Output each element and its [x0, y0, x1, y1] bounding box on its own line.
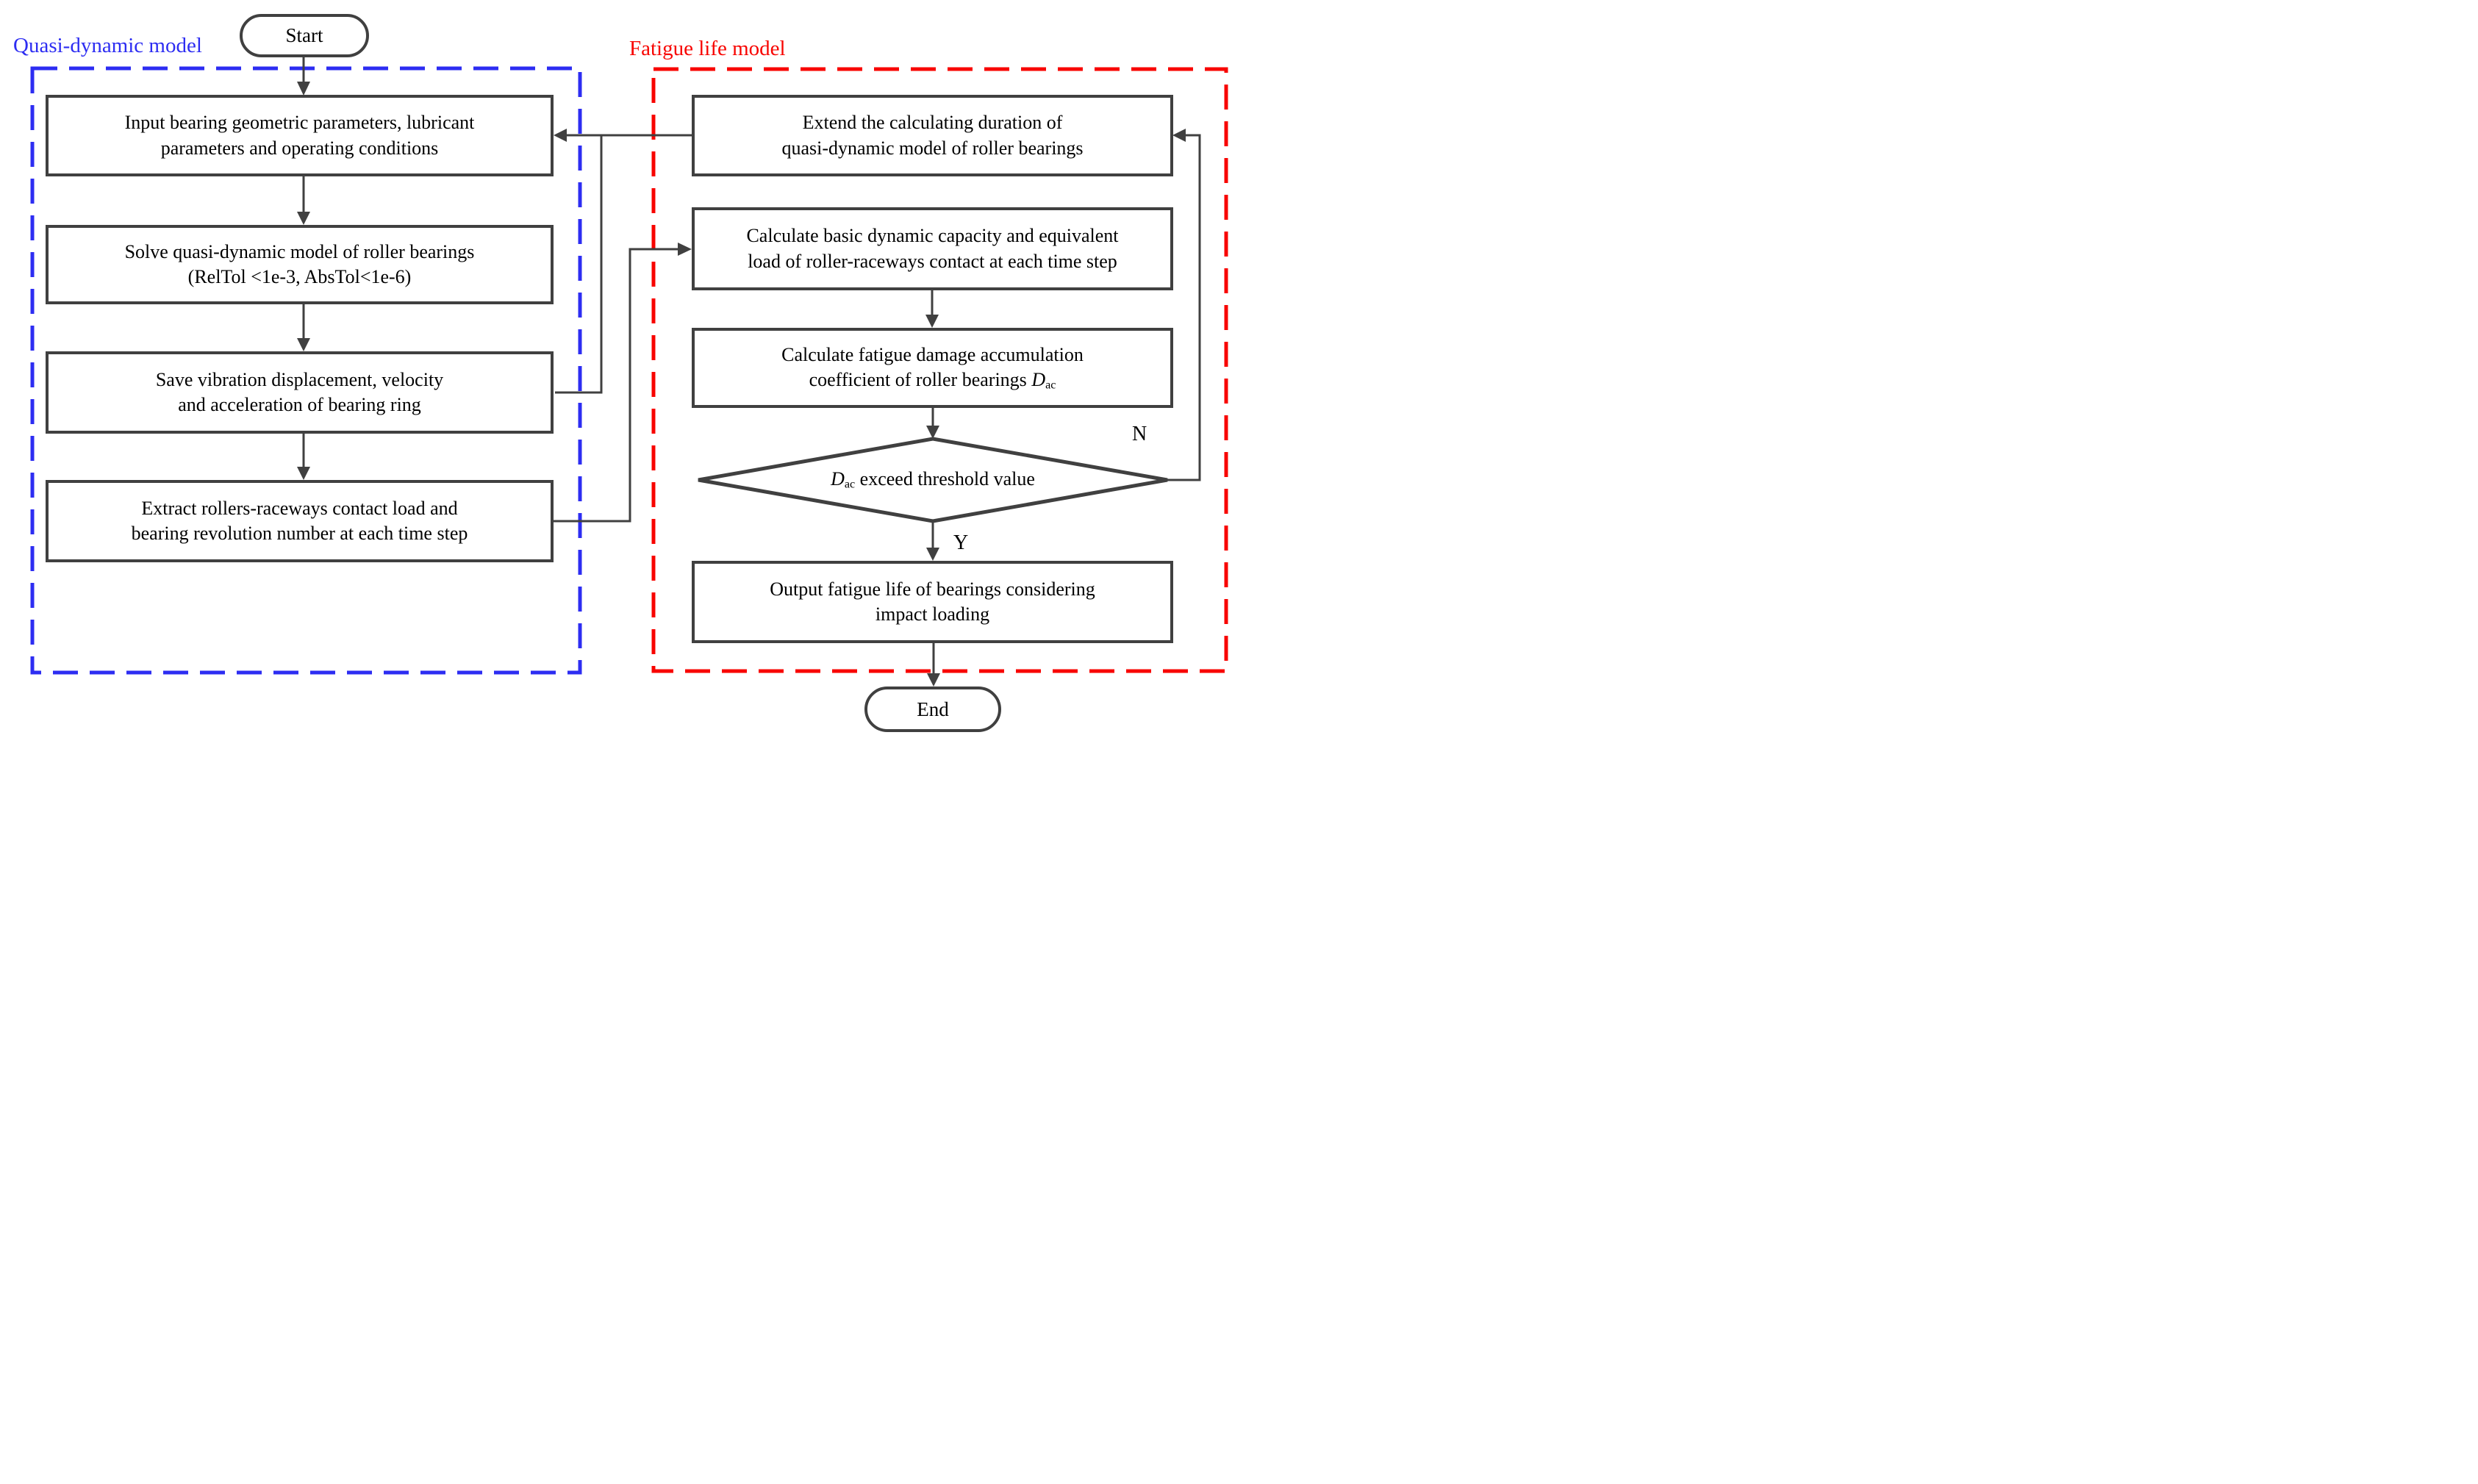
process-extend-line2: quasi-dynamic model of roller bearings [781, 137, 1084, 159]
quasi-dynamic-region-border [30, 66, 582, 675]
line-extract-to-calcbasic [554, 248, 678, 523]
decision-diamond-shape [698, 437, 1168, 523]
arrowhead-into-extend-right [1172, 129, 1186, 142]
arrowhead-into-extract [297, 467, 310, 480]
process-input-line1: Input bearing geometric parameters, lubr… [124, 112, 475, 134]
arrowhead-into-input-top [297, 82, 310, 96]
process-solve-line2: (RelTol <1e-3, AbsTol<1e-6) [187, 266, 412, 287]
process-extend-duration: Extend the calculating duration of quasi… [692, 95, 1173, 176]
process-save-vibration: Save vibration displacement, velocity an… [46, 351, 554, 434]
process-extract-line2: bearing revolution number at each time s… [131, 523, 468, 544]
process-extend-line1: Extend the calculating duration of [802, 112, 1063, 134]
line-no-branch-feedback [1167, 134, 1201, 481]
branch-label-yes: Y [953, 531, 969, 554]
arrowhead-into-calcbasic [678, 243, 692, 256]
calc-damage-dac-symbol: D [1031, 369, 1046, 391]
arrowhead-into-solve [297, 212, 310, 225]
process-calc-damage: Calculate fatigue damage accumulation co… [692, 328, 1173, 408]
process-calc-capacity-line2: load of roller-raceways contact at each … [748, 250, 1117, 272]
process-solve-model: Solve quasi-dynamic model of roller bear… [46, 225, 554, 304]
line-junction-to-save [555, 135, 603, 394]
arrowheads [297, 82, 1186, 687]
end-terminal: End [864, 687, 1001, 732]
decision-dac-symbol: D [831, 468, 845, 490]
process-output-line2: impact loading [875, 603, 990, 625]
process-input-line2: parameters and operating conditions [160, 137, 439, 159]
process-calc-damage-line1: Calculate fatigue damage accumulation [781, 343, 1084, 365]
fatigue-life-model-label: Fatigue life model [629, 37, 786, 60]
connector-lines [302, 57, 1201, 673]
decision-text: exceed threshold value [855, 468, 1035, 490]
process-calc-damage-line2: coefficient of roller bearings Dac [809, 368, 1056, 393]
calc-damage-dac-subscript: ac [1045, 379, 1056, 392]
arrowhead-into-input-right [554, 129, 567, 142]
decision-threshold: Dac exceed threshold value [712, 459, 1153, 501]
process-extract-load: Extract rollers-raceways contact load an… [46, 480, 554, 562]
process-solve-line1: Solve quasi-dynamic model of roller bear… [124, 240, 475, 262]
connector-layer [30, 57, 1228, 687]
calc-damage-line2-prefix: coefficient of roller bearings [809, 369, 1032, 391]
process-save-line1: Save vibration displacement, velocity [155, 368, 444, 390]
flowchart-canvas: Quasi-dynamic model Fatigue life model S… [0, 0, 1239, 742]
branch-label-no: N [1132, 423, 1147, 445]
process-output-line1: Output fatigue life of bearings consider… [770, 578, 1095, 600]
quasi-dynamic-model-label: Quasi-dynamic model [13, 34, 202, 57]
process-save-line2: and acceleration of bearing ring [178, 394, 421, 415]
process-input-parameters: Input bearing geometric parameters, lubr… [46, 95, 554, 176]
arrowhead-into-decision [926, 426, 939, 439]
end-label: End [917, 698, 949, 720]
process-calc-capacity: Calculate basic dynamic capacity and equ… [692, 207, 1173, 290]
process-output-life: Output fatigue life of bearings consider… [692, 561, 1173, 643]
start-terminal: Start [240, 14, 369, 57]
arrowhead-into-output [926, 548, 939, 561]
process-extract-line1: Extract rollers-raceways contact load an… [141, 497, 458, 519]
arrowhead-into-calcfatigue [925, 315, 939, 328]
decision-dac-subscript: ac [844, 478, 856, 491]
arrowhead-into-save [297, 338, 310, 351]
start-label: Start [285, 24, 323, 46]
process-calc-capacity-line1: Calculate basic dynamic capacity and equ… [746, 225, 1119, 247]
arrowhead-into-end [927, 673, 940, 687]
